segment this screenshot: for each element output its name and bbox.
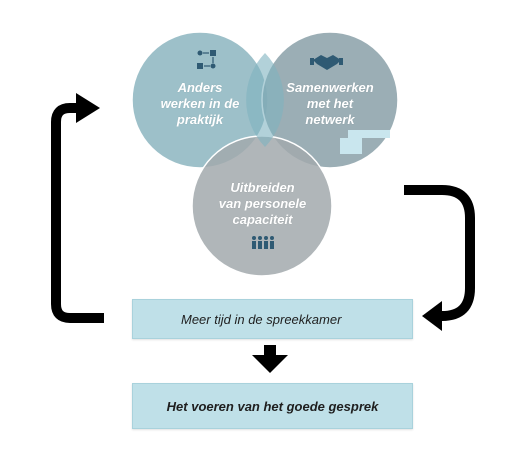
circle-label-anders-werken: Anders werken in de praktijk xyxy=(160,80,240,127)
return-arrow-head xyxy=(76,93,100,123)
box-goede-gesprek-label: Het voeren van het goede gesprek xyxy=(166,398,379,414)
decor-bar-2 xyxy=(340,138,362,154)
workflow-icon xyxy=(197,50,216,69)
flow-arrow-head xyxy=(422,301,442,331)
box-meer-tijd: Meer tijd in de spreekkamer xyxy=(132,299,413,339)
return-arrow-line xyxy=(51,103,104,323)
handshake-icon xyxy=(310,55,343,70)
box-goede-gesprek: Het voeren van het goede gesprek xyxy=(132,383,413,429)
circle-label-samenwerken: Samenwerken met het netwerk xyxy=(286,80,374,127)
decor-bar xyxy=(348,130,390,138)
people-icon xyxy=(252,236,274,249)
overlap-top xyxy=(246,53,284,147)
flow-arrow-line xyxy=(404,185,475,321)
box-meer-tijd-label: Meer tijd in de spreekkamer xyxy=(181,311,342,327)
circle-label-uitbreiden: Uitbreiden van personele capaciteit xyxy=(218,180,307,227)
down-arrow xyxy=(252,345,288,373)
